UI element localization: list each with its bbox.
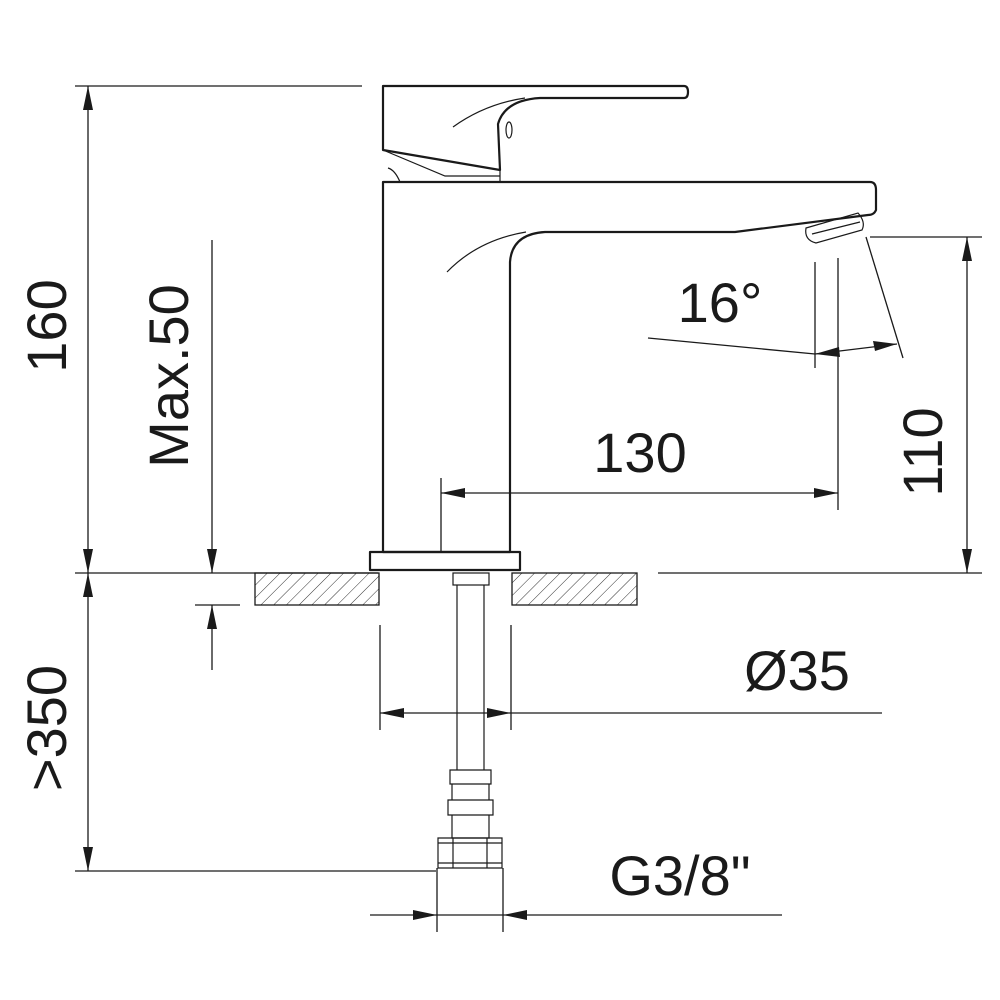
handle-lever bbox=[381, 84, 690, 172]
dim-angle: 16° bbox=[678, 271, 763, 334]
aerator bbox=[805, 212, 864, 244]
dim-max-deck: Max.50 bbox=[137, 284, 200, 468]
dim-total-height: 160 bbox=[15, 279, 78, 372]
dim-spout-height: 110 bbox=[891, 407, 954, 496]
deck-right bbox=[511, 572, 638, 606]
faucet-body bbox=[75, 84, 982, 869]
handle-curve bbox=[452, 97, 526, 128]
spout-body bbox=[381, 180, 878, 554]
hose-nut bbox=[437, 837, 503, 869]
base-ring bbox=[368, 550, 522, 572]
supply-hose bbox=[447, 585, 494, 839]
dim-base-diameter: Ø35 bbox=[744, 639, 850, 702]
dimension-lines bbox=[75, 85, 982, 932]
deck-left bbox=[254, 572, 380, 606]
threaded-shank bbox=[452, 572, 490, 586]
handle-collar bbox=[382, 149, 501, 183]
dim-connection: G3/8" bbox=[609, 844, 750, 907]
spout-curve bbox=[446, 231, 527, 273]
dim-under-deck: >350 bbox=[15, 665, 78, 791]
handle-pivot bbox=[505, 121, 513, 139]
dim-reach: 130 bbox=[593, 421, 686, 484]
